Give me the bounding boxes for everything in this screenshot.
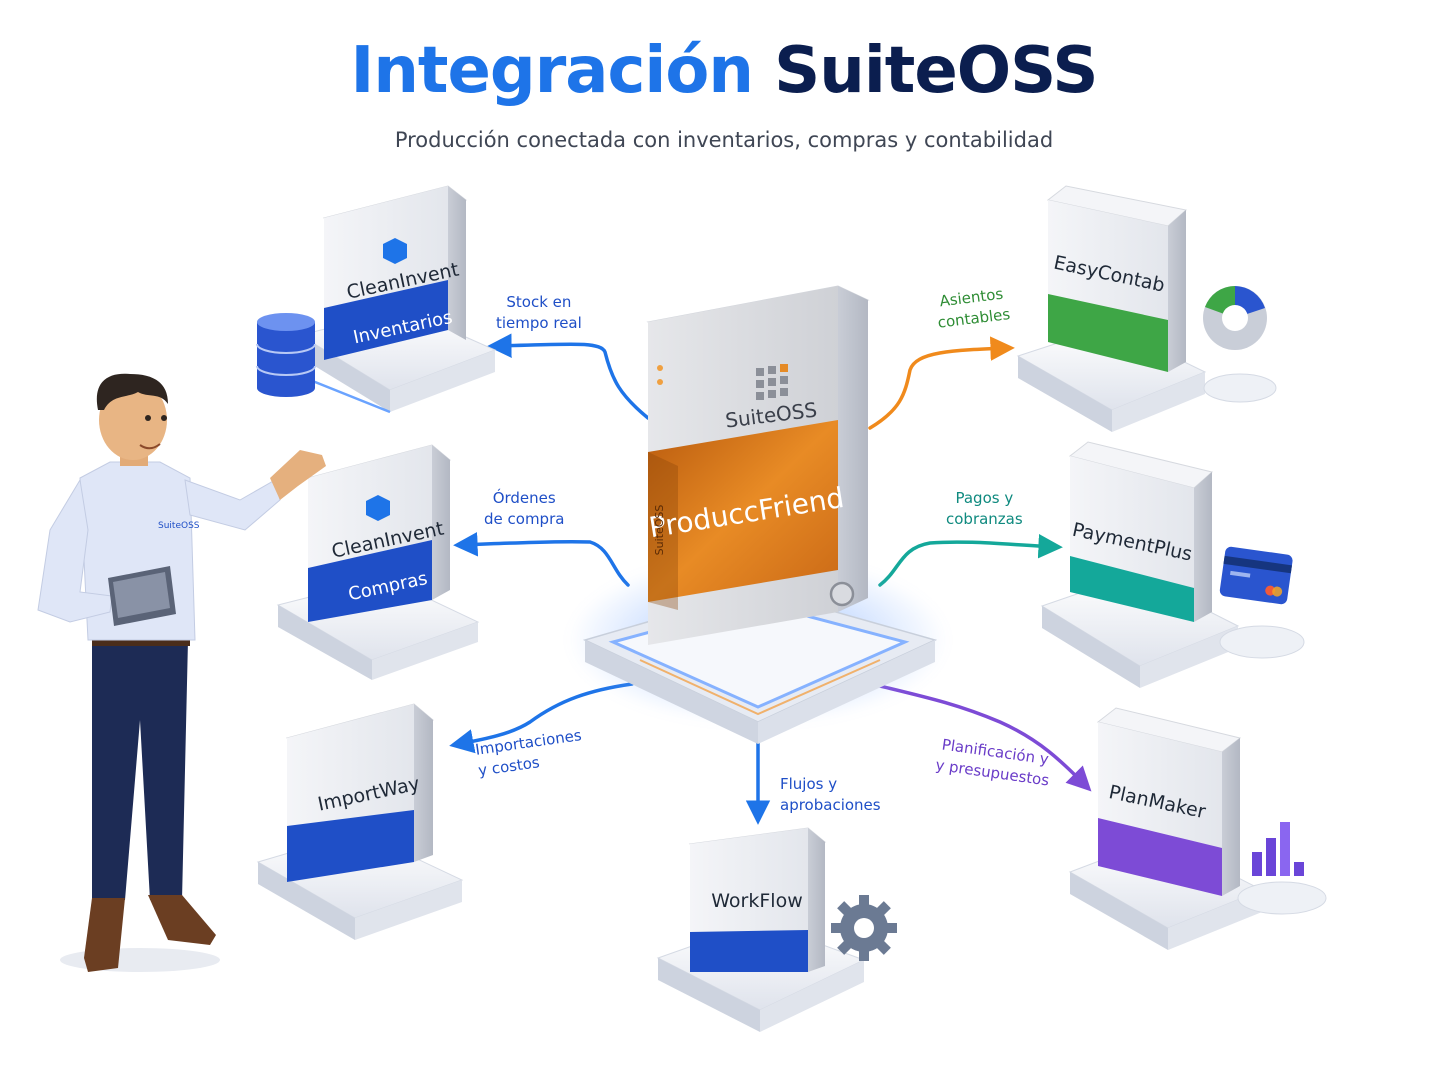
bar-chart-icon [1252, 822, 1304, 876]
title-accent: Integración [350, 34, 754, 108]
shoe-icon [84, 898, 125, 972]
connector-planificacion [878, 684, 1092, 792]
label-stock: Stock en tiempo real [496, 293, 582, 332]
cube-logo-icon [383, 238, 407, 264]
module-paymentplus: PaymentPlus [1040, 441, 1305, 688]
module-cleaninvent-inventarios: CleanInvent Inventarios [256, 185, 497, 414]
connector-ordenes [453, 532, 630, 587]
center-side-label: SuiteOSS [653, 505, 666, 556]
pie-chart-icon [1203, 286, 1267, 350]
page-subtitle: Producción conectada con inventarios, co… [394, 128, 1054, 152]
connector-pagos [878, 533, 1063, 587]
pointing-hand-icon [270, 450, 326, 500]
gear-icon [831, 895, 897, 961]
title-main: SuiteOSS [774, 34, 1098, 108]
credit-card-icon [1219, 546, 1293, 605]
connector-stock [487, 333, 650, 420]
module-planmaker: PlanMaker [1068, 707, 1327, 950]
label-flujos: Flujos y aprobaciones [780, 775, 881, 814]
presenter-person: SuiteOSS [37, 373, 326, 972]
module-easycontab: EasyContab [1016, 185, 1277, 432]
page-title: Integración SuiteOSS [0, 34, 1448, 108]
workflow-brand: WorkFlow [711, 890, 802, 912]
label-asientos: Asientos contables [936, 284, 1012, 332]
center-hub: SuiteOSS ProduccFriend SuiteOSS [568, 285, 948, 744]
connections [449, 333, 1092, 825]
label-ordenes: Órdenes de compra [484, 489, 565, 528]
module-importway: ImportWay [256, 703, 464, 940]
database-icon [256, 313, 316, 397]
label-pagos: Pagos y cobranzas [946, 489, 1023, 528]
shirt-logo: SuiteOSS [158, 521, 200, 531]
shoe-icon [148, 895, 216, 945]
module-cleaninvent-compras: CleanInvent Compras [276, 444, 480, 680]
power-button-icon [829, 581, 855, 607]
cube-logo-icon [366, 495, 390, 521]
connector-asientos [868, 336, 1015, 430]
suiteoss-logo-icon [756, 364, 788, 400]
status-light-icon [657, 365, 663, 371]
connector-importaciones [449, 682, 634, 754]
module-workflow: WorkFlow [656, 827, 897, 1032]
